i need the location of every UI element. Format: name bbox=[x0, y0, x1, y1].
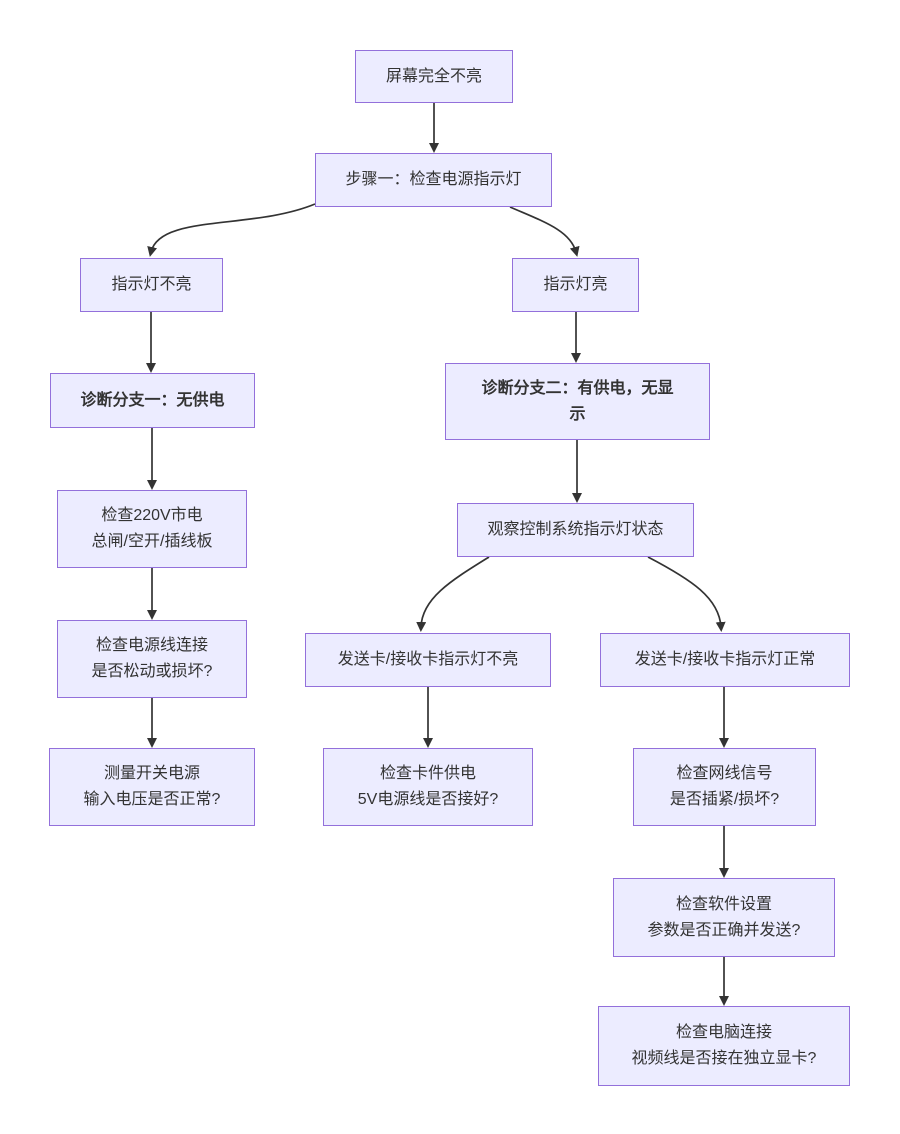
node-label: 指示灯不亮 bbox=[111, 276, 192, 293]
node-step1: 步骤一：检查电源指示灯 bbox=[315, 153, 552, 207]
node-card-led-on: 发送卡/接收卡指示灯正常 bbox=[600, 633, 850, 687]
node-check-network-cable: 检查网线信号 是否插紧/损坏? bbox=[633, 748, 816, 826]
node-label: 屏幕完全不亮 bbox=[385, 67, 482, 85]
node-label-line2: 参数是否正确并发送? bbox=[647, 921, 801, 939]
node-screen-dark: 屏幕完全不亮 bbox=[355, 50, 513, 103]
node-label: 诊断分支二：有供电，无显 bbox=[481, 379, 674, 397]
node-label: 检查软件设置 bbox=[675, 895, 772, 913]
node-label: 检查电源线连接 bbox=[95, 637, 208, 654]
node-led-off: 指示灯不亮 bbox=[80, 258, 223, 312]
node-check-power-cable: 检查电源线连接 是否松动或损坏? bbox=[57, 620, 247, 698]
node-label-line2: 视频线是否接在独立显卡? bbox=[631, 1050, 817, 1067]
node-label: 检查220V市电 bbox=[101, 507, 203, 524]
node-card-led-off: 发送卡/接收卡指示灯不亮 bbox=[305, 633, 551, 687]
node-branch2-power-no-display: 诊断分支二：有供电，无显 示 bbox=[445, 363, 710, 440]
node-check-220v: 检查220V市电 总闸/空开/插线板 bbox=[57, 490, 247, 568]
node-label: 诊断分支一：无供电 bbox=[80, 391, 225, 409]
node-check-software-settings: 检查软件设置 参数是否正确并发送? bbox=[613, 878, 835, 957]
node-label-line2: 输入电压是否正常? bbox=[83, 791, 221, 808]
node-label-line2: 总闸/空开/插线板 bbox=[91, 533, 213, 550]
node-label: 发送卡/接收卡指示灯正常 bbox=[634, 651, 816, 668]
node-label: 步骤一：检查电源指示灯 bbox=[345, 171, 522, 188]
node-check-pc-connection: 检查电脑连接 视频线是否接在独立显卡? bbox=[598, 1006, 850, 1086]
edge-step1-to-led-on bbox=[509, 206, 580, 257]
edge-step1-to-led-off bbox=[147, 203, 316, 257]
node-label: 指示灯亮 bbox=[543, 276, 608, 293]
node-label: 检查卡件供电 bbox=[379, 765, 476, 782]
node-label: 检查电脑连接 bbox=[675, 1024, 772, 1041]
node-label-line2: 是否插紧/损坏? bbox=[669, 791, 780, 808]
node-label: 观察控制系统指示灯状态 bbox=[487, 521, 664, 538]
node-check-card-power: 检查卡件供电 5V电源线是否接好? bbox=[323, 748, 533, 826]
node-label-line2: 5V电源线是否接好? bbox=[357, 791, 499, 808]
node-led-on: 指示灯亮 bbox=[512, 258, 639, 312]
node-label-line2: 是否松动或损坏? bbox=[91, 663, 213, 680]
node-label: 检查网线信号 bbox=[676, 765, 773, 782]
node-branch1-no-power: 诊断分支一：无供电 bbox=[50, 373, 255, 428]
edge-observe-to-card-led-off bbox=[416, 556, 490, 632]
node-label: 测量开关电源 bbox=[103, 765, 200, 782]
node-observe-control-leds: 观察控制系统指示灯状态 bbox=[457, 503, 694, 557]
node-label: 发送卡/接收卡指示灯不亮 bbox=[337, 651, 519, 668]
node-label-line2: 示 bbox=[569, 405, 586, 423]
node-measure-psu: 测量开关电源 输入电压是否正常? bbox=[49, 748, 255, 826]
edge-observe-to-card-led-on bbox=[647, 556, 726, 632]
